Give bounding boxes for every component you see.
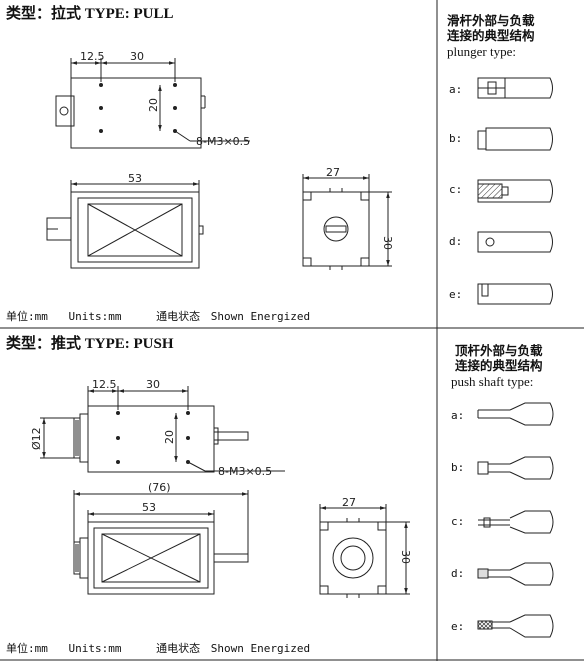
push-front-view <box>73 490 249 595</box>
push-screw-note: 8-M3×0.5 <box>218 465 272 478</box>
pull-units-row: 单位:mm Units:mm 通电状态 Shown Energized <box>6 308 324 324</box>
shaft-heading: 顶杆外部与负载 连接的典型结构 push shaft type: <box>451 344 584 389</box>
pull-units-en: Units:mm <box>68 310 122 323</box>
shaft-label-e: e: <box>451 620 464 633</box>
pull-state-en: Shown Energized <box>210 310 311 323</box>
push-side-view <box>319 504 410 598</box>
shaft-types: a: b: c: d: e: <box>451 402 554 638</box>
shaft-label-a: a: <box>451 409 464 422</box>
push-title: 类型：推式 TYPE: PUSH <box>6 336 174 352</box>
plunger-label-a: a: <box>449 83 462 96</box>
pull-dim-27: 27 <box>326 166 340 179</box>
plunger-heading-cn-2: 连接的典型结构 <box>447 29 535 43</box>
pull-dim-30: 30 <box>130 50 144 63</box>
push-dim-dia12: Ø12 <box>30 427 43 450</box>
pull-top-view <box>55 58 250 149</box>
shaft-heading-cn-2: 连接的典型结构 <box>455 359 543 373</box>
push-dim-20: 20 <box>163 430 176 444</box>
pull-dim-12-5: 12.5 <box>80 50 105 63</box>
plunger-label-c: c: <box>449 183 462 196</box>
shaft-label-d: d: <box>451 567 464 580</box>
pull-dim-53: 53 <box>128 172 142 185</box>
push-dim-53: 53 <box>142 501 156 514</box>
plunger-heading-cn-1: 滑杆外部与负载 <box>447 14 535 28</box>
push-units-label: 单位:mm <box>6 642 48 655</box>
push-dim-30: 30 <box>146 378 160 391</box>
push-dim-30-side: 30 <box>399 550 412 564</box>
shaft-heading-en: push shaft type: <box>451 374 534 389</box>
pull-title: 类型：拉式 TYPE: PULL <box>6 6 174 22</box>
pull-dim-20: 20 <box>147 98 160 112</box>
push-state-en: Shown Energized <box>210 642 311 655</box>
shaft-label-c: c: <box>451 515 464 528</box>
shaft-label-b: b: <box>451 461 464 474</box>
pull-units-label: 单位:mm <box>6 310 48 323</box>
pull-screw-note: 8-M3×0.5 <box>196 135 250 148</box>
push-dim-12-5: 12.5 <box>92 378 117 391</box>
plunger-label-d: d: <box>449 235 462 248</box>
pull-front-view <box>46 180 204 269</box>
plunger-heading-en: plunger type: <box>447 44 516 59</box>
push-top-view <box>40 386 285 473</box>
pull-dim-30-side: 30 <box>381 236 394 250</box>
push-dim-76: (76) <box>148 481 171 494</box>
plunger-types: a: b: c: d: e: <box>449 77 553 305</box>
plunger-label-b: b: <box>449 132 462 145</box>
push-units-en: Units:mm <box>68 642 122 655</box>
plunger-label-e: e: <box>449 288 462 301</box>
plunger-heading: 滑杆外部与负载 连接的典型结构 plunger type: <box>447 14 581 59</box>
shaft-heading-cn-1: 顶杆外部与负载 <box>455 344 543 358</box>
push-dim-27: 27 <box>342 496 356 509</box>
pull-state-label: 通电状态 <box>156 310 201 323</box>
pull-side-view <box>302 174 392 270</box>
push-units-row: 单位:mm Units:mm 通电状态 Shown Energized <box>6 640 324 656</box>
push-state-label: 通电状态 <box>156 642 201 655</box>
